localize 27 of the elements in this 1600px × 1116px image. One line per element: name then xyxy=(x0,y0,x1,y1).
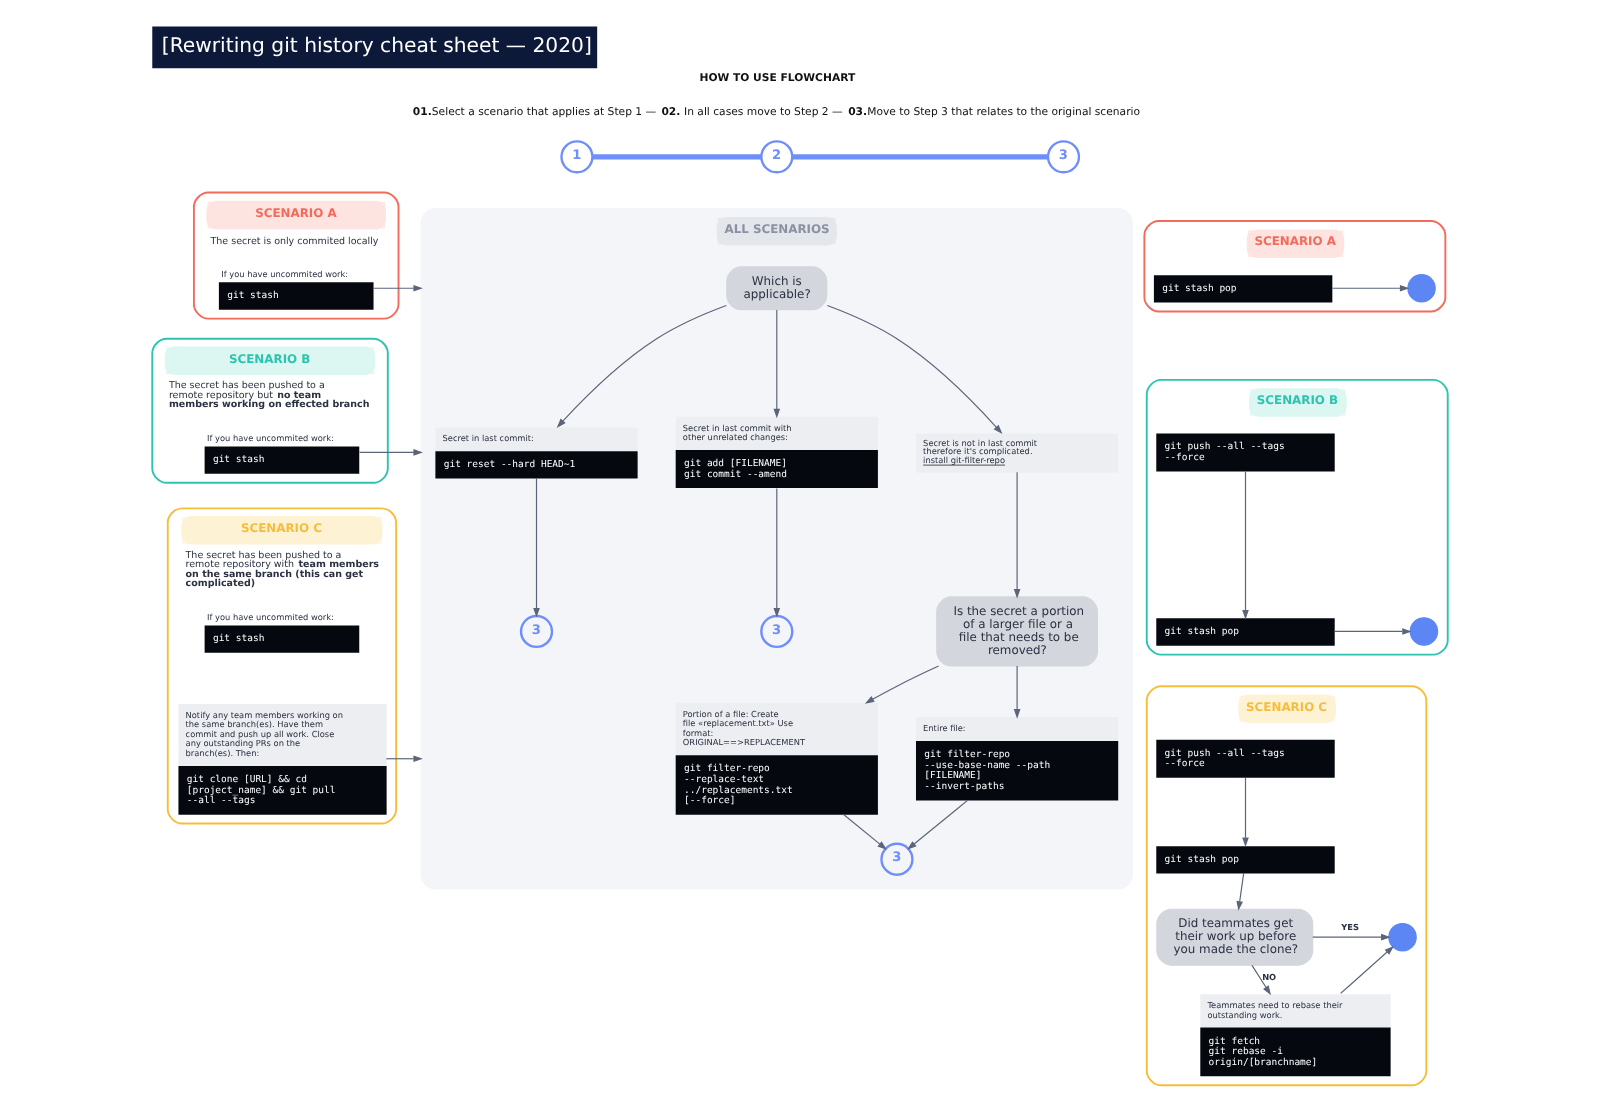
connector xyxy=(792,154,1048,160)
arrow xyxy=(533,477,540,618)
arrow xyxy=(1331,284,1410,292)
diagram-title: [Rewriting git history cheat sheet — 2020] xyxy=(161,36,592,59)
arrow xyxy=(1251,964,1271,996)
connector xyxy=(592,154,762,160)
arrow xyxy=(385,755,423,763)
arrow xyxy=(1340,945,1394,994)
arrow xyxy=(773,309,781,419)
arrow xyxy=(1013,471,1021,599)
arrow xyxy=(556,304,727,428)
arrow xyxy=(864,665,940,704)
arrow xyxy=(1236,872,1245,911)
node-circle xyxy=(1407,274,1436,303)
arrow xyxy=(907,799,969,850)
node-circle xyxy=(1388,922,1417,952)
arrow xyxy=(826,304,1003,435)
arrow xyxy=(1334,628,1412,635)
arrow xyxy=(773,487,781,618)
arrow xyxy=(843,814,887,850)
arrow xyxy=(1242,777,1249,847)
arrow xyxy=(1013,665,1021,719)
node-circle xyxy=(1409,617,1439,646)
arrow xyxy=(358,449,423,456)
arrow xyxy=(373,284,423,292)
arrow xyxy=(1242,470,1249,620)
arrow xyxy=(1312,933,1391,941)
